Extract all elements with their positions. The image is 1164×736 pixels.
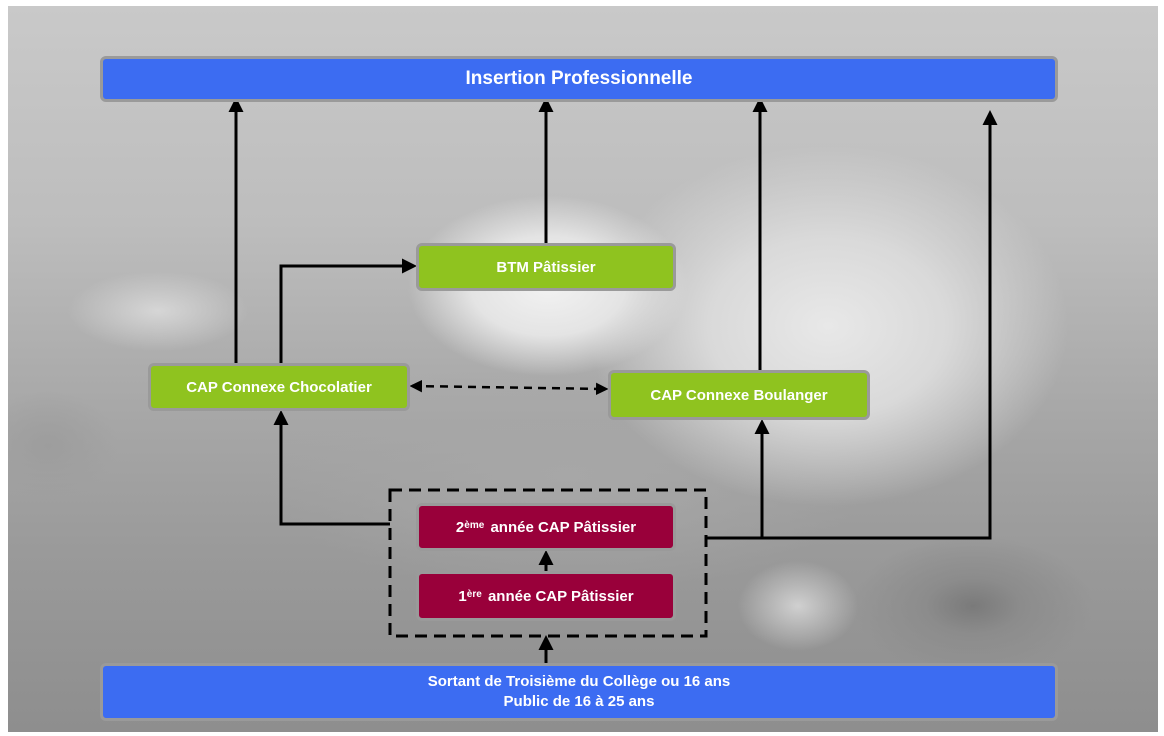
year2-label: année CAP Pâtissier <box>486 518 637 536</box>
entry-profile-line2: Public de 16 à 25 ans <box>503 693 655 710</box>
year1-ordinal-suffix: ère <box>466 589 482 600</box>
entry-profile-line1: Sortant de Troisième du Collège ou 16 an… <box>427 673 731 690</box>
cap-boulanger-box: CAP Connexe Boulanger <box>608 370 870 420</box>
cap-boulanger-label: CAP Connexe Boulanger <box>650 386 828 404</box>
btm-patissier-label: BTM Pâtissier <box>496 258 596 276</box>
insertion-professionnelle-banner: Insertion Professionnelle <box>100 56 1058 102</box>
year2-ordinal-suffix: ème <box>464 520 485 531</box>
entry-profile-banner: Sortant de Troisième du Collège ou 16 an… <box>100 663 1058 721</box>
year1-label: année CAP Pâtissier <box>483 587 634 605</box>
arrow-year2-to-insertion <box>706 110 998 540</box>
btm-patissier-box: BTM Pâtissier <box>416 243 676 291</box>
cap-chocolatier-label: CAP Connexe Chocolatier <box>186 378 372 396</box>
arrow-choc-to-btm <box>279 258 417 363</box>
cap-chocolatier-box: CAP Connexe Chocolatier <box>148 363 410 411</box>
arrow-choc-boul-link <box>409 379 609 396</box>
insertion-professionnelle-label: Insertion Professionnelle <box>465 68 693 89</box>
year1-ordinal: 1 <box>458 587 467 605</box>
arrow-year2-to-choc <box>273 410 390 526</box>
year2-ordinal: 2 <box>455 518 465 536</box>
